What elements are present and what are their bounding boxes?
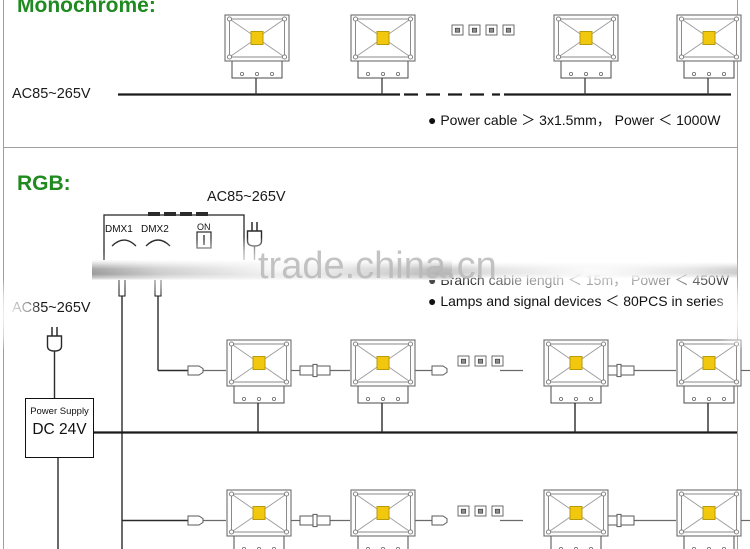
monochrome-circuit: [118, 14, 742, 96]
site-watermark: trade.china.cn: [258, 245, 497, 287]
power-supply-title: Power Supply: [30, 406, 89, 417]
power-supply-output: DC 24V: [32, 421, 87, 438]
monochrome-section-title: Monochrome:: [17, 0, 156, 17]
watermark-glow-right: [440, 246, 750, 296]
rgb-controller-supply-label: AC85~265V: [207, 189, 286, 205]
dmx1-label: DMX1: [105, 224, 133, 235]
rgb-note-series-limit: ● Lamps and signal devices ＜ 80PCS in se…: [428, 293, 724, 309]
dmx2-label: DMX2: [141, 224, 169, 235]
monochrome-note: ● Power cable ＞ 3x1.5mm， Power ＜ 1000W: [428, 112, 721, 128]
watermark-glow-edge-right: [712, 280, 750, 350]
watermark-glow-edge-left: [0, 280, 40, 350]
on-switch-label: ON: [197, 222, 211, 232]
rgb-section-title: RGB:: [17, 172, 71, 195]
power-supply-box: Power Supply DC 24V: [25, 398, 94, 458]
watermark-glow-left: [86, 238, 476, 300]
monochrome-supply-label: AC85~265V: [12, 86, 91, 102]
